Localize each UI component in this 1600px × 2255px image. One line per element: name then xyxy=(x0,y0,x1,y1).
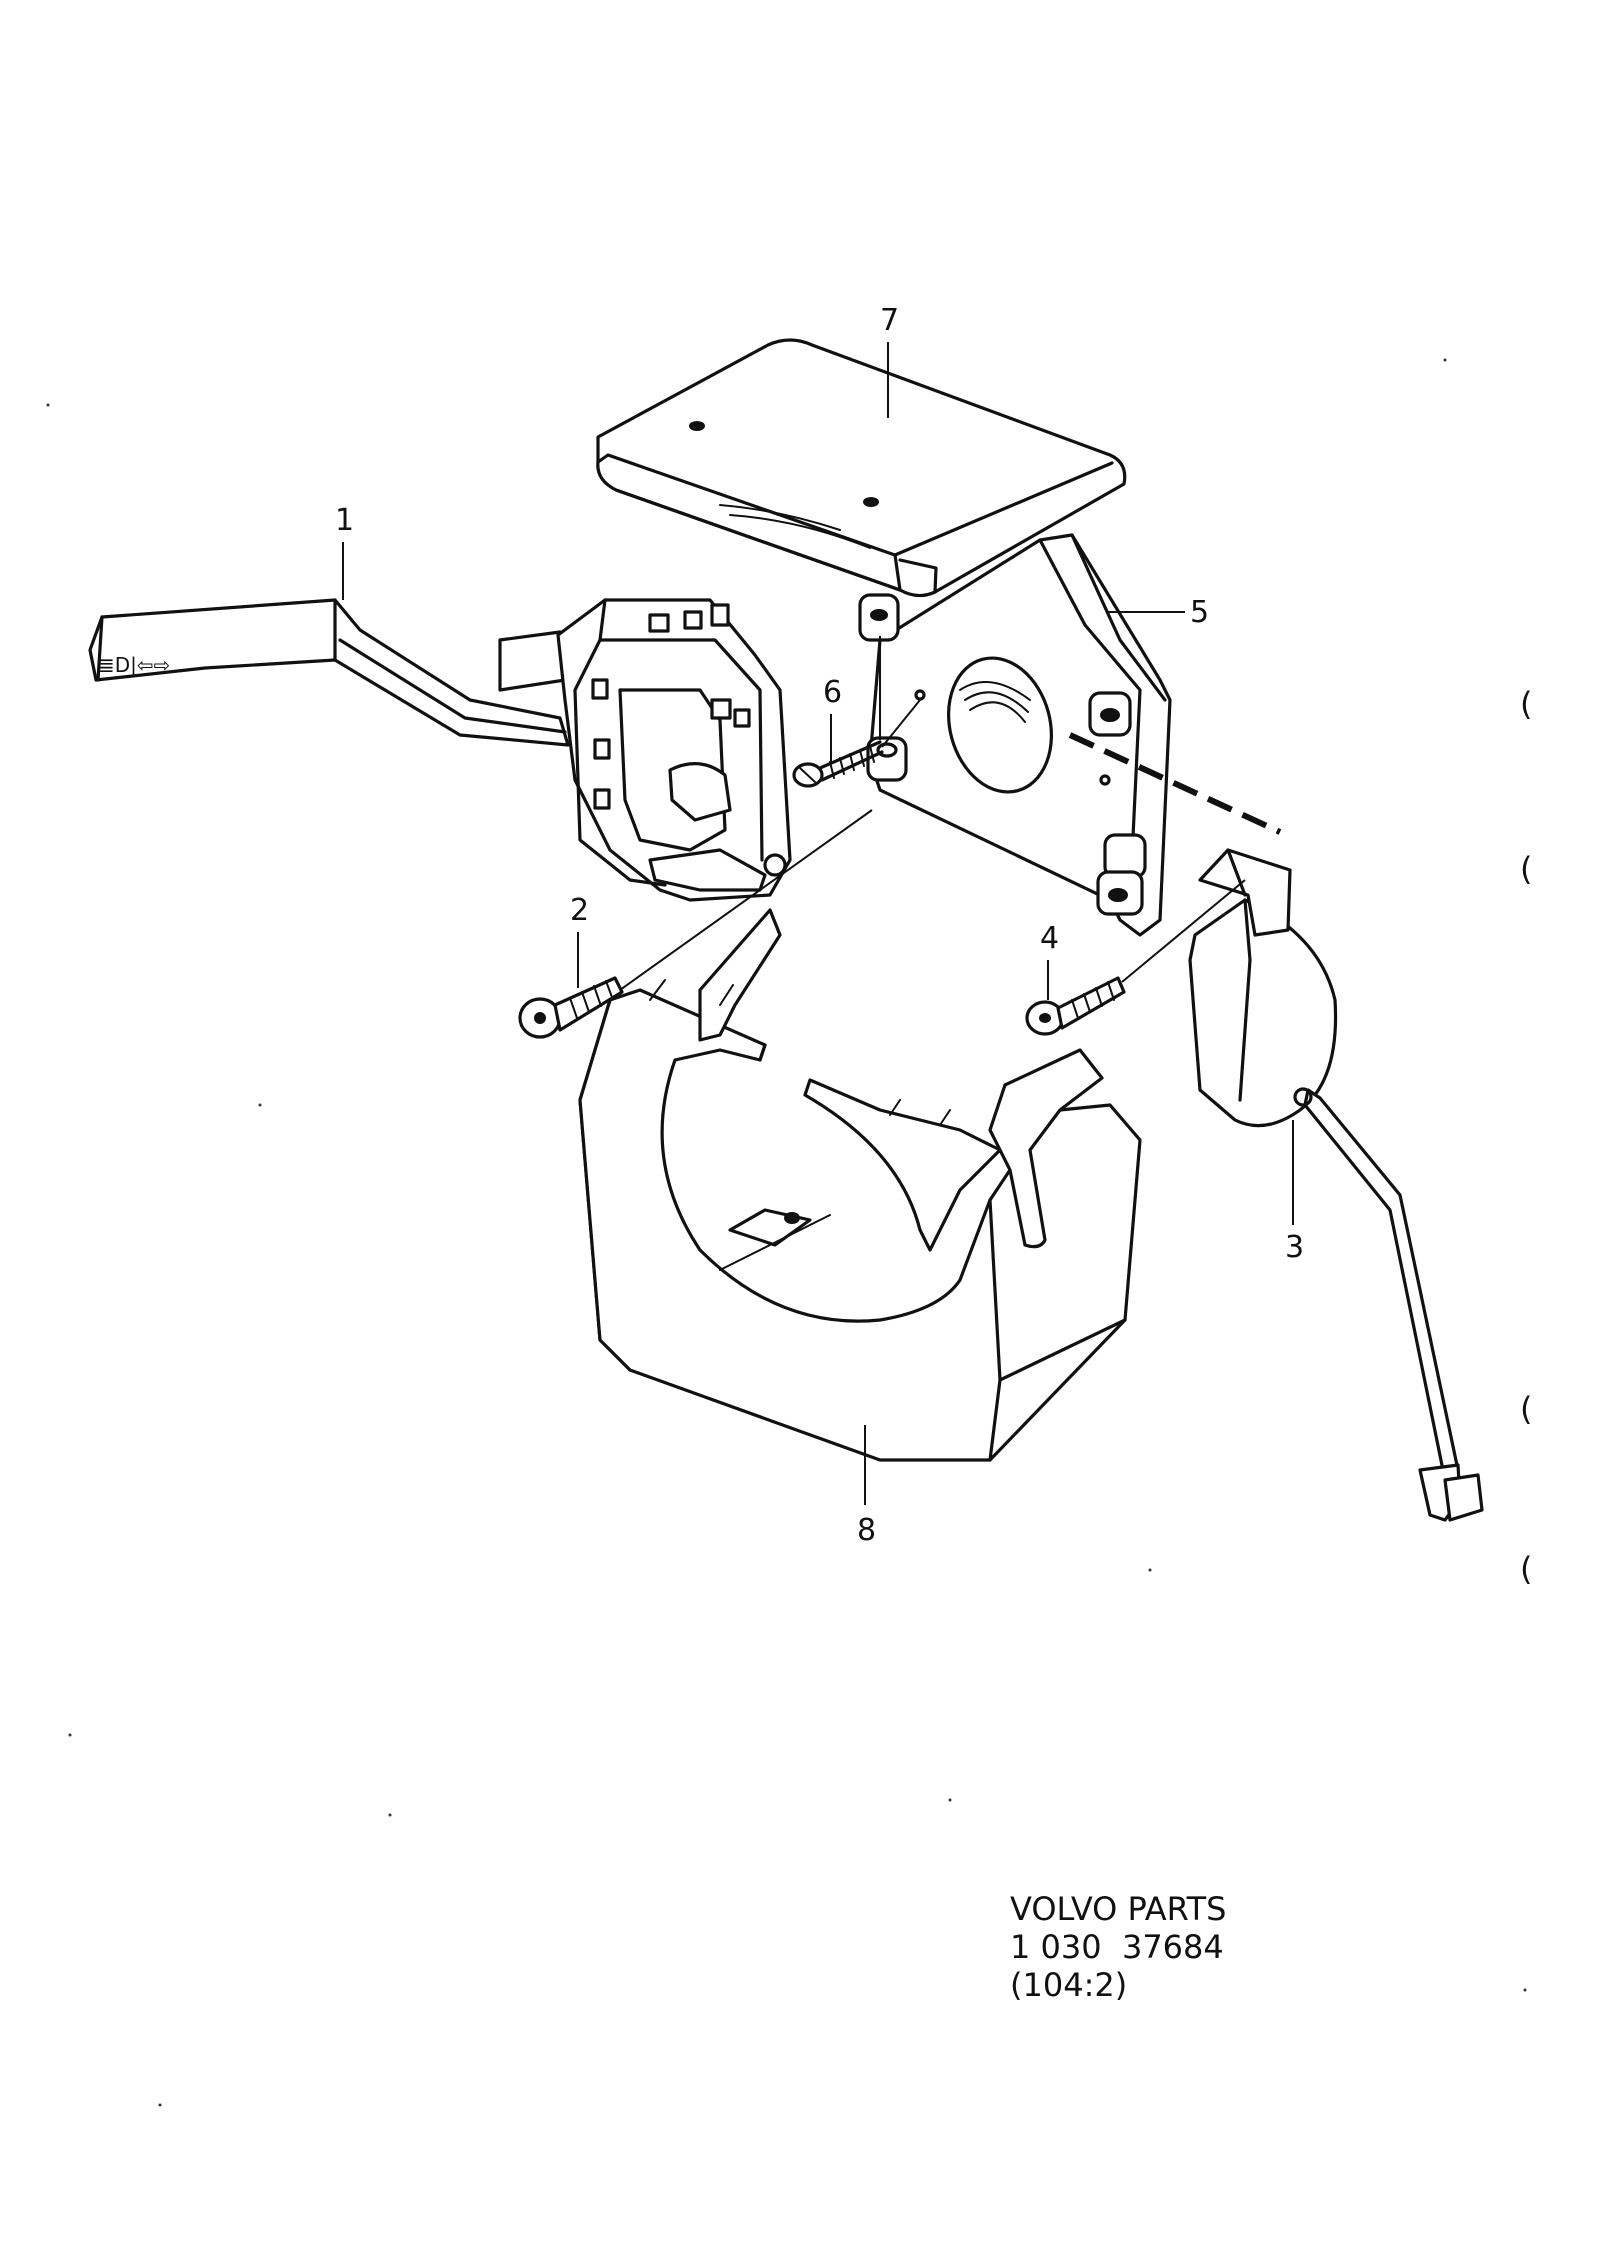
callout-1-label: 1 xyxy=(335,503,354,538)
margin-mark-1: ( xyxy=(1520,685,1532,723)
scan-specks xyxy=(46,358,1527,2107)
part-5-mounting-bracket xyxy=(858,533,1172,937)
callout-3-label: 3 xyxy=(1285,1230,1304,1265)
reference-line-2: 1 030 37684 xyxy=(1010,1928,1224,1966)
margin-marks: ( ( ( ( xyxy=(1520,685,1532,1588)
callout-6-label: 6 xyxy=(823,675,842,710)
callout-7: 7 xyxy=(880,303,899,418)
callout-1: 1 xyxy=(335,503,354,600)
reference-line-1: VOLVO PARTS xyxy=(1010,1890,1226,1928)
bracket-bushings xyxy=(858,593,1147,916)
callout-6: 6 xyxy=(823,675,842,762)
callout-8: 8 xyxy=(857,1425,876,1548)
stalk-symbols-text: ≣D|⇦⇨ xyxy=(98,653,170,677)
part-4-screw xyxy=(1025,976,1126,1036)
parts-reference-block: VOLVO PARTS 1 030 37684 (104:2) xyxy=(1010,1890,1226,2004)
callout-5: 5 xyxy=(1108,595,1209,630)
part-6-screw xyxy=(792,740,884,788)
part-8-lower-cover xyxy=(578,908,1142,1462)
margin-mark-2: ( xyxy=(1520,850,1532,888)
callout-2: 2 xyxy=(570,893,589,988)
part-1-turn-signal-stalk: ≣D|⇦⇨ xyxy=(88,598,570,747)
assembly-dashed-line xyxy=(1068,732,1282,835)
callout-2-label: 2 xyxy=(570,893,589,928)
callout-4-label: 4 xyxy=(1040,921,1059,956)
part-2-screw xyxy=(518,976,624,1039)
callout-7-label: 7 xyxy=(880,303,899,338)
callout-8-label: 8 xyxy=(857,1513,876,1548)
callout-4: 4 xyxy=(1040,921,1059,1000)
switch-housing xyxy=(498,598,792,902)
part-7-upper-cover xyxy=(596,338,1127,598)
part-3-wiper-stalk xyxy=(1188,848,1484,1522)
assembly-guide-lines xyxy=(619,636,1246,991)
reference-line-3: (104:2) xyxy=(1010,1966,1127,2004)
margin-mark-3: ( xyxy=(1520,1390,1532,1428)
margin-mark-4: ( xyxy=(1520,1550,1532,1588)
callout-5-label: 5 xyxy=(1190,595,1209,630)
callout-3: 3 xyxy=(1285,1120,1304,1265)
